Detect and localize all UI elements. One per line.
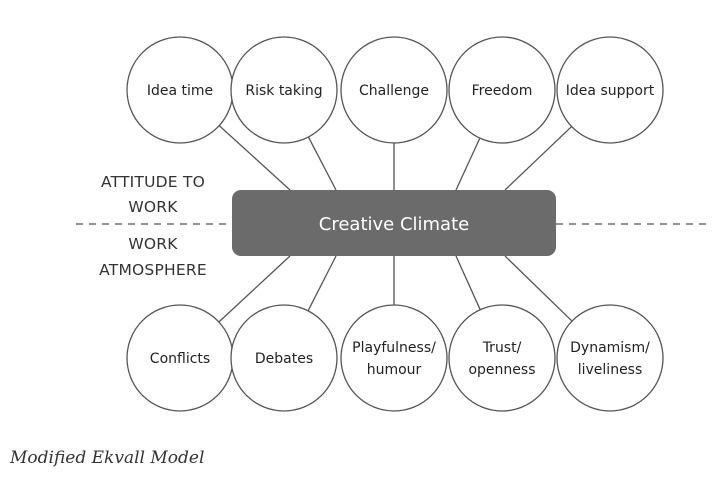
bottom-factor-label-5-line-2: liveliness	[578, 362, 643, 378]
top-factor-label-3-line-1: Challenge	[359, 83, 429, 99]
bottom-connector-1	[218, 255, 291, 323]
top-connector-5	[504, 126, 573, 191]
atmosphere-label-line-2: ATMOSPHERE	[99, 261, 207, 279]
bottom-factor-circle-4	[448, 304, 556, 412]
attitude-label-line-1: ATTITUDE TO	[101, 173, 205, 191]
bottom-factor-circle-5	[556, 304, 664, 412]
bottom-factor-label-5-line-1: Dynamism/	[570, 340, 650, 356]
creative-climate-label: Creative Climate	[319, 214, 469, 235]
atmosphere-label-line-1: WORK	[128, 235, 178, 253]
attitude-label-line-2: WORK	[128, 198, 178, 216]
bottom-connector-5	[504, 255, 573, 322]
bottom-factor-circle-3	[340, 304, 448, 412]
bottom-connector-4	[455, 255, 481, 310]
top-factor-circle-3	[340, 36, 448, 144]
top-factor-circle-5	[556, 36, 664, 144]
figure-caption: Modified Ekvall Model	[10, 448, 205, 468]
top-factor-label-2-line-1: Risk taking	[245, 83, 322, 99]
bottom-factor-label-4-line-2: openness	[468, 362, 535, 378]
connectors	[218, 125, 573, 323]
top-connector-4	[455, 137, 481, 191]
creative-climate-box	[232, 190, 556, 256]
bottom-factor-label-1-line-1: Conflicts	[150, 351, 210, 367]
work-atmosphere-factors: Conflicts Debates Playfulness/humour Trust/…	[126, 304, 664, 412]
bottom-connector-2	[307, 255, 337, 312]
top-factor-label-5-line-1: Idea support	[566, 83, 655, 99]
top-connector-2	[307, 136, 337, 191]
bottom-factor-label-2-line-1: Debates	[255, 351, 313, 367]
bottom-factor-label-3-line-1: Playfulness/	[352, 340, 436, 356]
top-factor-circle-2	[230, 36, 338, 144]
bottom-factor-label-3-line-2: humour	[367, 362, 422, 378]
attitude-to-work-factors: Idea time Risk taking Challenge Freedom Idea…	[126, 36, 664, 144]
top-factor-circle-4	[448, 36, 556, 144]
top-factor-label-4-line-1: Freedom	[472, 83, 533, 99]
top-factor-label-1-line-1: Idea time	[147, 83, 213, 99]
bottom-factor-circle-2	[230, 304, 338, 412]
bottom-factor-label-4-line-1: Trust/	[482, 340, 522, 356]
top-connector-1	[218, 125, 291, 191]
